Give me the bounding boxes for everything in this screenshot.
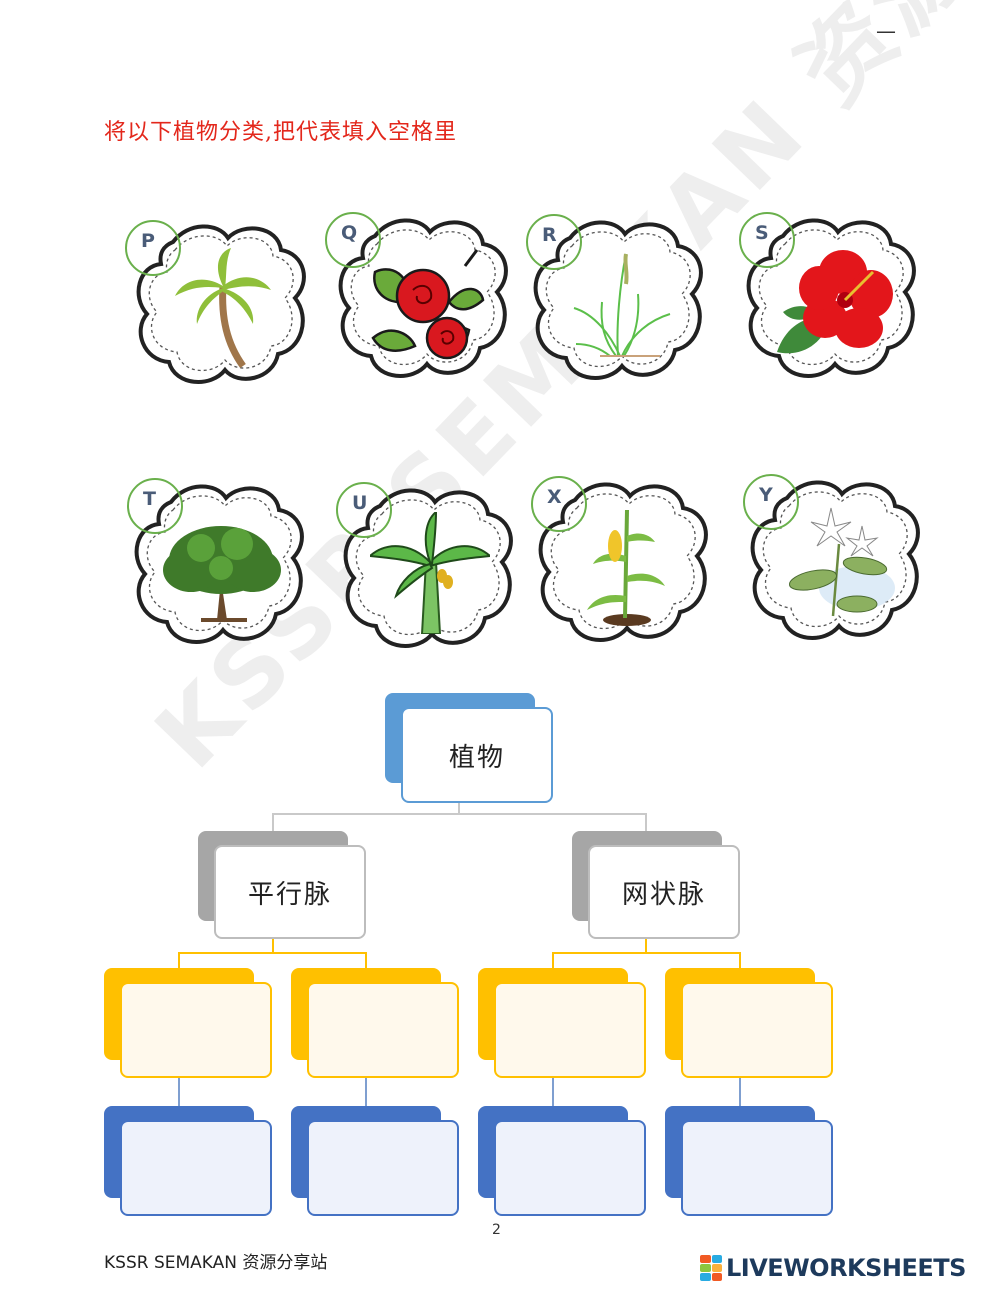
hibiscus-icon — [777, 250, 893, 354]
minimize-button[interactable]: — — [876, 19, 896, 43]
connector-left-horizontal — [178, 952, 366, 954]
connector-root-horizontal — [272, 813, 646, 815]
cloud-frame-icon — [538, 482, 708, 642]
rose-icon — [371, 249, 485, 360]
connector-drop-1 — [178, 1078, 180, 1106]
connector-right-a — [552, 952, 554, 968]
connector-left-a — [178, 952, 180, 968]
plant-card-q[interactable]: Q — [325, 212, 510, 384]
plant-card-x[interactable]: X — [531, 476, 710, 648]
branch-label-right: 网状脉 — [588, 845, 740, 939]
answer-box-yellow-3[interactable] — [478, 968, 648, 1080]
connector-drop-2 — [365, 1078, 367, 1106]
connector-drop-3 — [552, 1078, 554, 1106]
connector-root — [458, 800, 460, 814]
branch-node-right: 网状脉 — [572, 831, 742, 941]
answer-box-blue-4[interactable] — [665, 1106, 835, 1218]
answer-box-blue-1[interactable] — [104, 1106, 274, 1218]
answer-box-yellow-4[interactable] — [665, 968, 835, 1080]
banana-tree-icon — [370, 512, 490, 634]
liveworksheets-wordmark: LIVEWORKSHEETS — [726, 1254, 966, 1282]
connector-drop-4 — [739, 1078, 741, 1106]
plant-card-s[interactable]: S — [739, 212, 918, 384]
jasmine-icon — [788, 507, 895, 617]
page-number: 2 — [492, 1222, 501, 1238]
root-label: 植物 — [401, 707, 553, 803]
badge-y: Y — [743, 474, 799, 530]
answer-box-yellow-2[interactable] — [291, 968, 461, 1080]
liveworksheets-logo-icon — [700, 1255, 722, 1281]
answer-box-blue-2[interactable] — [291, 1106, 461, 1218]
badge-t: T — [127, 478, 183, 534]
connector-right-horizontal — [552, 952, 740, 954]
connector-left-b — [365, 952, 367, 968]
branch-node-left: 平行脉 — [198, 831, 368, 941]
answer-box-yellow-1[interactable] — [104, 968, 274, 1080]
footer-source: KSSR SEMAKAN 资源分享站 — [104, 1253, 328, 1273]
connector-right-b — [739, 952, 741, 968]
badge-p: P — [125, 220, 181, 276]
plant-card-u[interactable]: U — [336, 482, 515, 654]
instruction-title: 将以下植物分类,把代表填入空格里 — [104, 120, 457, 145]
plant-card-t[interactable]: T — [127, 478, 306, 650]
connector-left — [272, 813, 274, 831]
badge-u: U — [336, 482, 392, 538]
badge-q: Q — [325, 212, 381, 268]
palm-tree-icon — [175, 248, 271, 369]
grass-icon — [573, 253, 671, 357]
answer-box-blue-3[interactable] — [478, 1106, 648, 1218]
badge-x: X — [531, 476, 587, 532]
root-node: 植物 — [385, 693, 555, 805]
plant-card-p[interactable]: P — [125, 220, 308, 390]
cloud-frame-icon — [533, 220, 703, 380]
connector-left-down — [272, 938, 274, 952]
liveworksheets-logo: LIVEWORKSHEETS — [700, 1254, 966, 1282]
corn-plant-icon — [587, 509, 665, 626]
plant-card-r[interactable]: R — [526, 214, 705, 386]
connector-right-down — [645, 938, 647, 952]
badge-s: S — [739, 212, 795, 268]
plant-card-y[interactable]: Y — [743, 474, 922, 646]
branch-label-left: 平行脉 — [214, 845, 366, 939]
badge-r: R — [526, 214, 582, 270]
tree-icon — [163, 526, 281, 622]
connector-right — [645, 813, 647, 831]
